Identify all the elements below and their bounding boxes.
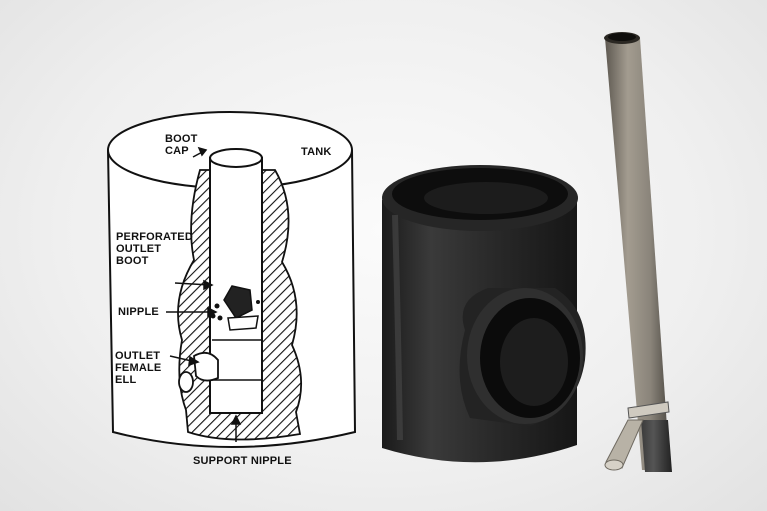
tank-diagram (107, 111, 357, 448)
label-nipple: NIPPLE (118, 306, 159, 318)
outlet-boot-pipe-photo (604, 32, 672, 472)
boot-cap-top (209, 148, 263, 168)
label-tank: TANK (301, 146, 332, 158)
label-support-nipple: SUPPORT NIPPLE (193, 455, 292, 467)
outlet-female-ell (178, 351, 219, 393)
label-boot-cap: BOOT CAP (165, 133, 198, 157)
leader-lines (166, 146, 242, 442)
label-perforated-outlet-boot: PERFORATED OUTLET BOOT (116, 231, 193, 267)
label-outlet-female-ell: OUTLET FEMALE ELL (115, 350, 162, 386)
nipple-fitting (210, 285, 260, 331)
tee-fitting-photo (382, 165, 586, 463)
